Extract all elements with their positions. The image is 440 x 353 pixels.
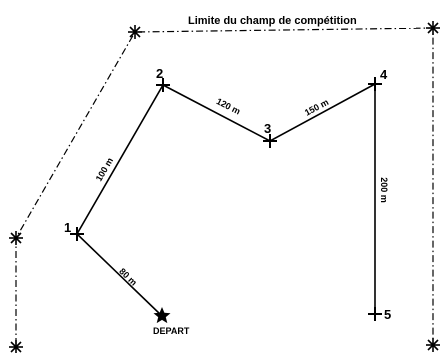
boundary-corner-asterisk bbox=[9, 340, 23, 353]
field-boundary-line bbox=[15, 27, 434, 345]
point-2-label: 2 bbox=[156, 66, 163, 81]
point-4-label: 4 bbox=[380, 67, 388, 82]
boundary-corner-asterisk bbox=[426, 21, 440, 35]
title-background bbox=[180, 12, 416, 28]
point-3-marker bbox=[263, 134, 277, 148]
start-star-icon bbox=[153, 307, 171, 324]
segment-1-2-distance: 100 m bbox=[94, 156, 115, 183]
start-label: DEPART bbox=[153, 326, 190, 336]
point-5-marker bbox=[368, 307, 382, 321]
boundary-corner-asterisk bbox=[426, 338, 440, 352]
course-path bbox=[75, 82, 376, 317]
segment-4-5-distance: 200 m bbox=[379, 177, 389, 203]
segment-3-4-distance: 150 m bbox=[303, 97, 330, 118]
boundary-corner-asterisk bbox=[128, 25, 142, 39]
point-1-marker bbox=[70, 227, 84, 241]
point-3-label: 3 bbox=[264, 121, 271, 136]
point-5-label: 5 bbox=[384, 307, 391, 322]
point-2-marker bbox=[156, 78, 170, 92]
point-4-marker bbox=[368, 77, 382, 91]
field-limit-title: Limite du champ de compétition bbox=[188, 15, 357, 27]
boundary-corner-asterisk bbox=[9, 231, 23, 245]
point-1-label: 1 bbox=[64, 220, 71, 235]
